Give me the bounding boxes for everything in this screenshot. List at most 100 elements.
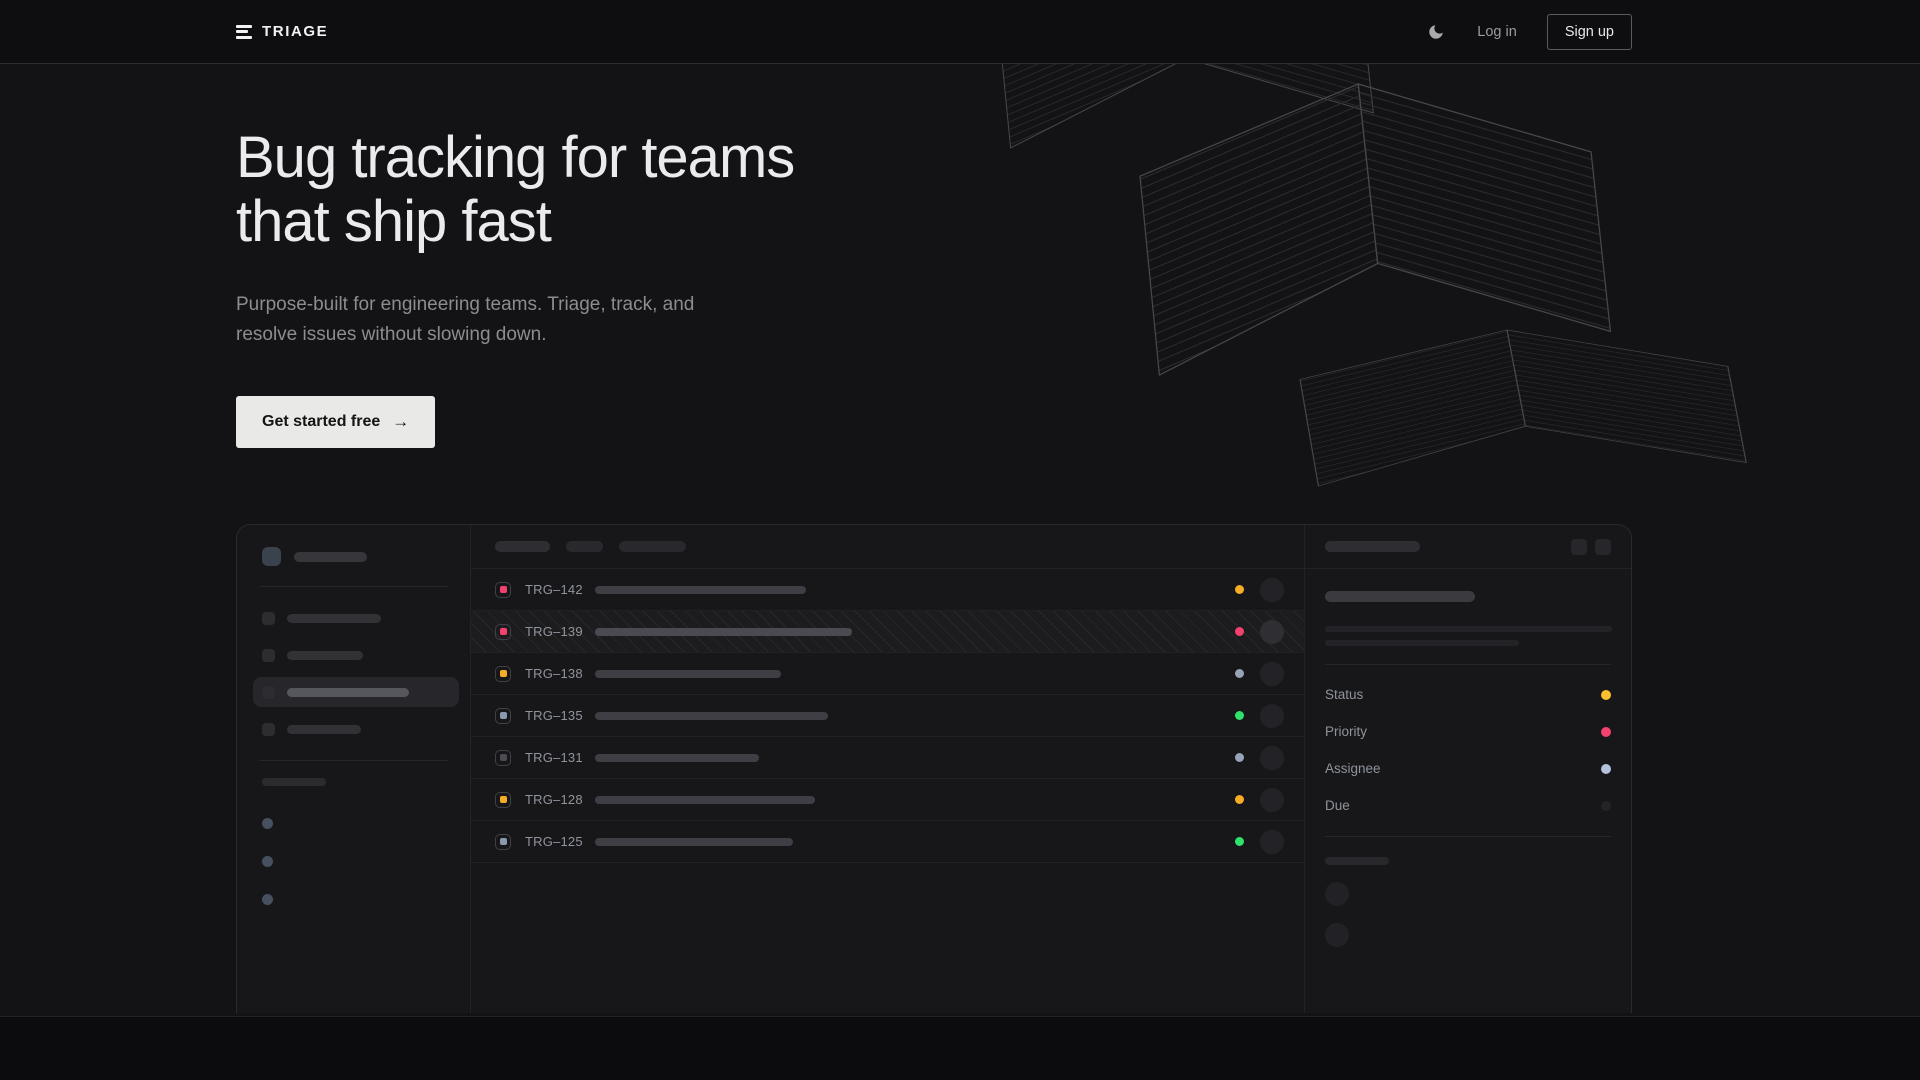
hero-section: Bug tracking for teams that ship fast Pu…	[0, 64, 1920, 1016]
filter-placeholder	[566, 541, 603, 552]
issue-title-placeholder	[595, 795, 815, 804]
issue-type-icon	[495, 833, 511, 850]
assignee-avatar	[1260, 745, 1284, 770]
issue-title-placeholder	[595, 711, 828, 720]
nav-icon	[262, 685, 275, 699]
issue-row: TRG–142	[471, 569, 1304, 611]
detail-divider	[1325, 836, 1611, 837]
nav-icon	[262, 611, 275, 625]
assignee-avatar	[1260, 661, 1284, 686]
assignee-avatar	[1260, 619, 1284, 644]
preview-sidebar	[237, 525, 471, 1013]
issue-type-icon	[495, 749, 511, 766]
signup-button[interactable]: Sign up	[1546, 13, 1632, 50]
nav-label-placeholder	[287, 724, 361, 734]
field-label: Due	[1325, 798, 1350, 813]
logo[interactable]: TRIAGE	[236, 23, 328, 40]
field-value-dot-icon	[1601, 763, 1611, 774]
workspace-icon	[262, 547, 281, 566]
nav-icon	[262, 648, 275, 662]
comment-avatar-placeholder	[1325, 923, 1349, 947]
filter-placeholder	[619, 541, 686, 552]
status-dot-icon	[1235, 627, 1244, 636]
issue-list-panel: TRG–142 TRG–139 TRG–138 TRG–135 TRG–131	[471, 525, 1304, 1013]
issue-title-placeholder	[595, 669, 781, 678]
issue-row: TRG–135	[471, 695, 1304, 737]
page-title: Bug tracking for teams that ship fast	[236, 125, 795, 254]
header-actions: Log in Sign up	[1425, 13, 1632, 50]
sidebar-dot	[262, 894, 273, 905]
issue-row: TRG–128	[471, 779, 1304, 821]
issue-row: TRG–138	[471, 653, 1304, 695]
status-dot-icon	[1235, 753, 1244, 762]
site-header: TRIAGE Log in Sign up	[0, 0, 1920, 64]
field-label: Assignee	[1325, 761, 1381, 776]
issue-list-header	[471, 525, 1304, 569]
detail-action-icon	[1595, 538, 1611, 555]
issue-list: TRG–142 TRG–139 TRG–138 TRG–135 TRG–131	[471, 569, 1304, 863]
arrow-right-icon: →	[392, 412, 410, 431]
field-value-dot-icon	[1601, 726, 1611, 737]
workspace-switcher	[262, 547, 445, 566]
detail-field-row: Due	[1325, 787, 1611, 824]
detail-fields: Status Priority Assignee Due	[1325, 665, 1611, 824]
sidebar-dot	[262, 856, 273, 867]
issue-row: TRG–139	[471, 611, 1304, 653]
issue-title-placeholder	[595, 585, 806, 594]
sidebar-nav-item	[253, 640, 454, 670]
nav-label-placeholder	[287, 687, 409, 697]
field-label: Priority	[1325, 724, 1368, 739]
description-line-placeholder	[1325, 640, 1519, 646]
detail-body: Status Priority Assignee Due	[1305, 569, 1631, 947]
status-dot-icon	[1235, 711, 1244, 720]
issue-id: TRG–138	[525, 666, 583, 681]
assignee-avatar	[1260, 787, 1284, 812]
detail-title-placeholder	[1325, 541, 1420, 552]
workspace-name-placeholder	[294, 551, 367, 562]
issue-title-placeholder	[595, 627, 852, 636]
issue-detail-panel: Status Priority Assignee Due	[1304, 525, 1631, 1013]
issue-title-placeholder	[1325, 591, 1475, 602]
field-value-dot-icon	[1601, 689, 1611, 700]
moon-icon[interactable]	[1425, 21, 1447, 43]
issue-type-icon	[495, 707, 511, 724]
section-label-placeholder	[262, 778, 326, 786]
issue-type-icon	[495, 665, 511, 682]
detail-actions	[1571, 538, 1611, 555]
detail-header	[1305, 525, 1631, 569]
nav-label-placeholder	[287, 613, 381, 623]
get-started-button[interactable]: Get started free →	[236, 396, 436, 448]
sidebar-divider	[259, 760, 448, 761]
status-dot-icon	[1235, 669, 1244, 678]
login-link[interactable]: Log in	[1477, 23, 1517, 40]
detail-action-icon	[1571, 538, 1587, 555]
issue-type-icon	[495, 791, 511, 808]
nav-label-placeholder	[287, 650, 363, 660]
triage-logo-icon	[236, 24, 252, 39]
sidebar-divider	[259, 586, 448, 587]
app-preview-card: TRG–142 TRG–139 TRG–138 TRG–135 TRG–131	[236, 524, 1632, 1013]
issue-type-icon	[495, 623, 511, 640]
issue-row: TRG–125	[471, 821, 1304, 863]
detail-field-row: Status	[1325, 676, 1611, 713]
detail-field-row: Assignee	[1325, 750, 1611, 787]
status-dot-icon	[1235, 585, 1244, 594]
comment-avatar-placeholder	[1325, 882, 1349, 906]
nav-icon	[262, 722, 275, 736]
detail-field-row: Priority	[1325, 713, 1611, 750]
issue-id: TRG–142	[525, 582, 583, 597]
issue-id: TRG–125	[525, 834, 583, 849]
issue-id: TRG–131	[525, 750, 583, 765]
sidebar-nav-item-active	[253, 677, 459, 707]
sidebar-nav-item	[253, 603, 454, 633]
field-value-dot-icon	[1601, 800, 1611, 811]
field-label: Status	[1325, 687, 1364, 702]
issue-title-placeholder	[595, 837, 793, 846]
hero-subtitle: Purpose-built for engineering teams. Tri…	[236, 294, 695, 345]
assignee-avatar	[1260, 577, 1284, 602]
next-section-strip	[0, 1016, 1920, 1080]
issue-id: TRG–135	[525, 708, 583, 723]
issue-id: TRG–128	[525, 792, 583, 807]
status-dot-icon	[1235, 795, 1244, 804]
issue-type-icon	[495, 581, 511, 598]
